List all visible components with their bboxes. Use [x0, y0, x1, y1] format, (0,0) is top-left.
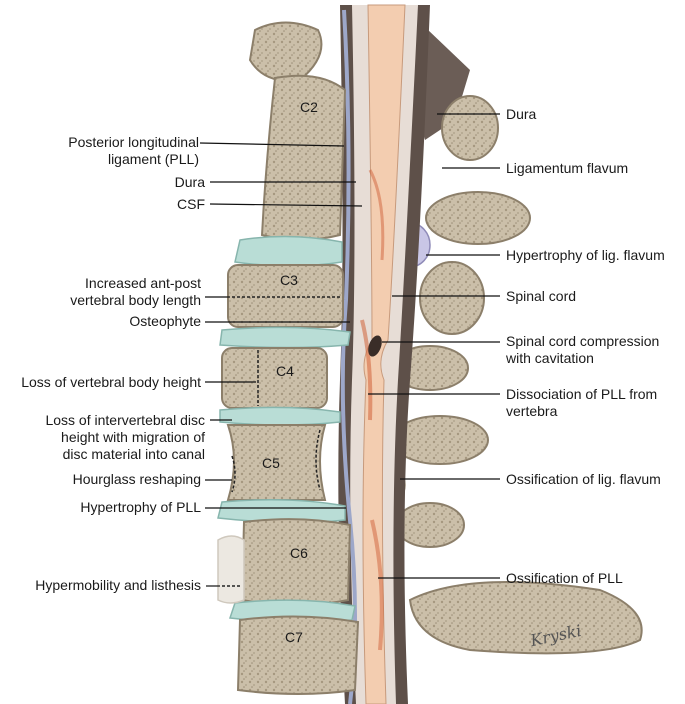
cord-hemorrhage-3: [370, 519, 384, 651]
label-dura-left: Dura: [174, 174, 205, 190]
pll-line: [340, 9, 357, 704]
cord-hemorrhage-1: [368, 169, 385, 261]
vertebra-label-c3: C3: [280, 272, 298, 288]
posterior-elements: [380, 8, 643, 655]
label-hypermobility: Hypermobility and listhesis: [35, 577, 201, 593]
cord-hemorrhage-2: [360, 319, 373, 421]
leader-pll: [199, 142, 345, 147]
listhesis-ghost: [217, 535, 245, 604]
posterior-bone-2: [425, 191, 531, 245]
leader-csf: [209, 203, 363, 207]
cord-cavitation: [368, 335, 382, 357]
vertebra-label-c2: C2: [300, 99, 318, 115]
label-height-loss: Loss of vertebral body height: [21, 374, 201, 390]
posterior-bone-3: [419, 261, 485, 335]
label-lig-hyper: Hypertrophy of lig. flavum: [506, 247, 665, 263]
c5-body: [226, 424, 327, 501]
posterior-bone-1: [441, 95, 499, 161]
label-hourglass: Hourglass reshaping: [72, 471, 201, 487]
vertebra-label-c6: C6: [290, 545, 308, 561]
vertebra-label-c5: C5: [262, 455, 280, 471]
posterior-bone-6: [395, 502, 465, 548]
canal: [338, 4, 430, 704]
c7-body: [236, 615, 360, 695]
hourglass-right: [315, 429, 321, 491]
posterior-bone-7: [408, 581, 643, 655]
c6-body: [240, 518, 352, 606]
label-lig-flavum: Ligamentum flavum: [506, 160, 629, 176]
label-osteophyte: Osteophyte: [129, 313, 201, 329]
odontoid: [248, 21, 323, 82]
label-ossif-pll: Ossification of PLL: [506, 570, 623, 586]
disc-c2-c3: [234, 235, 343, 267]
label-dura-right: Dura: [506, 106, 537, 122]
vertebra-label-c7: C7: [285, 629, 303, 645]
label-pll-hyper: Hypertrophy of PLL: [80, 499, 201, 515]
label-csf: CSF: [177, 196, 205, 212]
c4-body: [221, 347, 328, 409]
vertebra-label-c4: C4: [276, 363, 294, 379]
vertebral-column: C2 C3 C4 C5 C6 C7: [217, 21, 360, 695]
disc-c3-c4: [219, 326, 351, 349]
leader-lines: [199, 113, 500, 587]
disc-c4-c5: [219, 406, 341, 426]
label-ossif-lig: Ossification of lig. flavum: [506, 471, 661, 487]
label-spinal-cord: Spinal cord: [506, 288, 577, 304]
